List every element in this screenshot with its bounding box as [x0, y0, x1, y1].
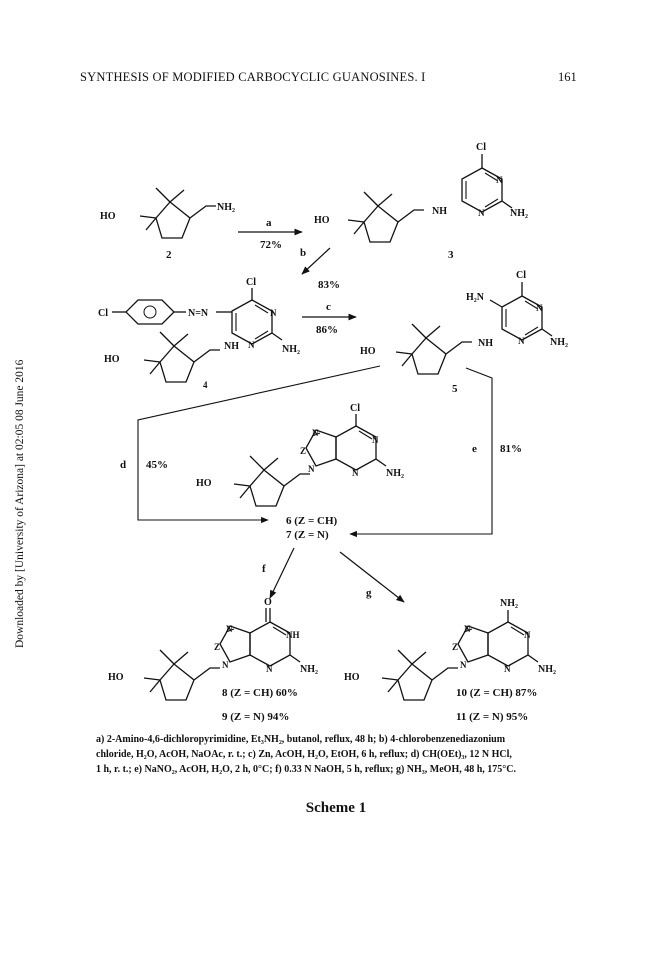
svg-text:N: N — [504, 664, 511, 674]
compound-3-structure: HO NH Cl N N NH₂ — [314, 142, 528, 243]
svg-text:NH₂: NH₂ — [550, 337, 568, 348]
step-c-yield: 86% — [316, 324, 338, 336]
compound-8-label: 8 (Z = CH) 60% — [222, 687, 298, 699]
step-d-yield: 45% — [146, 459, 168, 471]
footnote-line-1: a) 2-Amino-4,6-dichloropyrimidine, Et₃NH… — [96, 734, 506, 745]
svg-text:N: N — [266, 664, 273, 674]
svg-text:HO: HO — [108, 672, 124, 683]
svg-text:NH: NH — [432, 206, 447, 217]
svg-text:NH: NH — [224, 341, 239, 352]
svg-text:N: N — [226, 624, 233, 634]
step-e-label: e — [472, 443, 477, 455]
step-a-yield: 72% — [260, 239, 282, 251]
svg-text:N: N — [524, 630, 531, 640]
svg-text:N=N: N=N — [188, 308, 209, 319]
svg-text:N: N — [312, 428, 319, 438]
reaction-conditions-footnote: a) 2-Amino-4,6-dichloropyrimidine, Et₃NH… — [96, 732, 596, 777]
compound-7-label: 7 (Z = N) — [286, 529, 329, 541]
svg-text:N: N — [464, 624, 471, 634]
compound-4-number: 4 — [203, 380, 208, 390]
svg-text:NH₂: NH₂ — [538, 664, 556, 675]
step-c-label: c — [326, 301, 331, 313]
svg-text:N: N — [460, 660, 467, 670]
svg-text:NH₂: NH₂ — [386, 468, 404, 479]
svg-text:Cl: Cl — [516, 270, 526, 281]
footnote-line-3: 1 h, r. t.; e) NaNO₂, AcOH, H₂O, 2 h, 0°… — [96, 764, 517, 775]
svg-text:Cl: Cl — [350, 403, 360, 414]
svg-text:N: N — [352, 468, 359, 478]
svg-text:HO: HO — [314, 215, 330, 226]
running-head: SYNTHESIS OF MODIFIED CARBOCYCLIC GUANOS… — [80, 70, 426, 84]
svg-text:HO: HO — [104, 354, 120, 365]
step-d-label: d — [120, 459, 126, 471]
svg-text:HO: HO — [344, 672, 360, 683]
svg-text:NH₂: NH₂ — [300, 664, 318, 675]
compound-6-label: 6 (Z = CH) — [286, 515, 338, 527]
svg-text:N: N — [496, 175, 503, 185]
compound-2-number: 2 — [166, 249, 172, 261]
svg-text:Z: Z — [214, 642, 220, 652]
svg-text:O: O — [264, 597, 272, 608]
svg-text:NH₂: NH₂ — [282, 344, 300, 355]
compound-10-label: 10 (Z = CH) 87% — [456, 687, 537, 699]
step-b-label: b — [300, 247, 306, 259]
step-f-label: f — [262, 563, 266, 575]
svg-text:N: N — [222, 660, 229, 670]
compound-6-7-structure: Cl N Z N N N NH₂ HO — [196, 403, 404, 507]
svg-text:N: N — [248, 340, 255, 350]
svg-text:Cl: Cl — [98, 308, 108, 319]
compound-5-number: 5 — [452, 383, 458, 395]
compound-2-structure: HO NH₂ — [100, 187, 235, 239]
svg-text:N: N — [536, 303, 543, 313]
svg-text:N: N — [518, 336, 525, 346]
svg-text:NH: NH — [478, 338, 493, 349]
svg-text:NH₂: NH₂ — [510, 208, 528, 219]
svg-text:NH: NH — [286, 630, 300, 640]
svg-text:Z: Z — [452, 642, 458, 652]
footnote-line-2: chloride, H₂O, AcOH, NaOAc, r. t.; c) Zn… — [96, 749, 512, 760]
compound-5-structure: HO NH Cl H₂N N N NH₂ — [360, 270, 568, 375]
compound-8-9-structure: O N Z N NH N NH₂ HO — [108, 597, 318, 701]
step-g-label: g — [366, 587, 372, 599]
svg-text:H₂N: H₂N — [466, 292, 485, 303]
page-number: 161 — [558, 70, 577, 84]
scheme-title: Scheme 1 — [305, 800, 367, 816]
step-a-label: a — [266, 217, 272, 229]
step-e-yield: 81% — [500, 443, 522, 455]
compound-10-11-structure: NH₂ N Z N N N NH₂ HO — [344, 598, 556, 701]
compound-11-label: 11 (Z = N) 95% — [456, 711, 528, 723]
svg-text:N: N — [270, 308, 277, 318]
step-b-yield: 83% — [318, 279, 340, 291]
svg-text:Cl: Cl — [246, 277, 256, 288]
svg-text:Z: Z — [300, 446, 306, 456]
hydroxyl-label: HO — [100, 211, 116, 222]
svg-text:N: N — [308, 464, 315, 474]
compound-4-structure: Cl N=N Cl N N NH₂ NH HO — [98, 277, 300, 383]
svg-text:Cl: Cl — [476, 142, 486, 153]
compound-9-label: 9 (Z = N) 94% — [222, 711, 289, 723]
svg-text:HO: HO — [360, 346, 376, 357]
amine-label: NH₂ — [217, 202, 235, 213]
svg-text:HO: HO — [196, 478, 212, 489]
svg-text:NH₂: NH₂ — [500, 598, 518, 609]
svg-text:N: N — [478, 208, 485, 218]
compound-3-number: 3 — [448, 249, 454, 261]
svg-text:N: N — [372, 435, 379, 445]
